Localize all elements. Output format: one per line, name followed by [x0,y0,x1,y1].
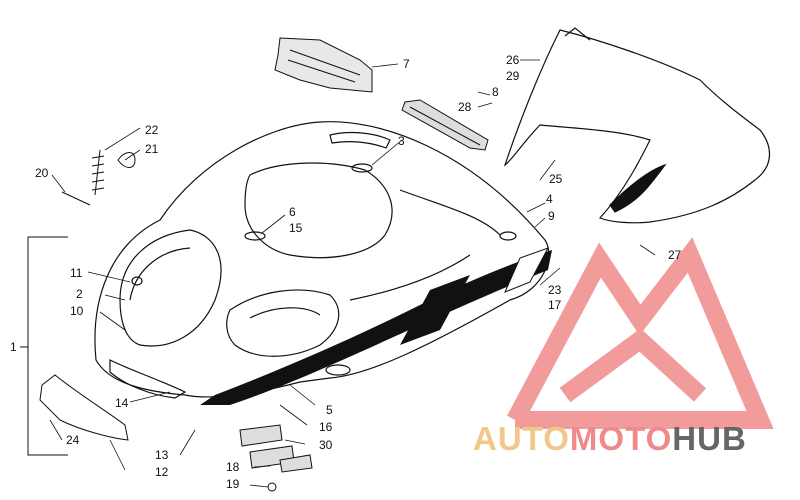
callout-22: 22 [145,123,159,137]
callout-19: 19 [226,477,240,491]
callout-1: 1 [10,340,17,354]
part-16-18-30-plates [239,424,313,492]
callout-9: 9 [548,209,555,223]
callout-5: 5 [326,403,333,417]
assembly-bracket [20,236,68,456]
callout-4: 4 [546,192,553,206]
leader-lines [49,59,656,488]
callout-11: 11 [70,266,83,280]
callout-30: 30 [319,438,333,452]
callout-16: 16 [319,420,333,434]
callout-26: 26 [506,53,520,67]
callout-27: 27 [668,248,682,262]
callout-13: 13 [155,448,169,462]
callout-23: 23 [548,283,562,297]
callout-17: 17 [548,298,562,312]
callout-8: 8 [492,85,499,99]
callout-10: 10 [70,304,84,318]
callout-25: 25 [549,172,563,186]
watermark-part-hub: HUB [672,420,747,457]
watermark-text: AUTOMOTOHUB [473,420,747,458]
callout-20: 20 [35,166,49,180]
callout-15: 15 [289,221,303,235]
callout-29: 29 [506,69,520,83]
watermark-part-auto: AUTO [473,420,570,457]
callout-18: 18 [226,460,240,474]
callout-6: 6 [289,205,296,219]
callout-21: 21 [145,142,159,156]
side-decal [200,247,552,405]
callout-12: 12 [155,465,169,479]
part-7-mat [274,37,373,93]
watermark-logo-triangle [507,237,774,429]
watermark-part-moto: MOTO [569,420,673,457]
windshield [503,27,771,224]
callout-24: 24 [66,433,80,447]
part-12-bumper [39,374,129,441]
callout-14: 14 [115,396,129,410]
callout-3: 3 [398,134,405,148]
callout-2: 2 [76,287,83,301]
spring-assembly [61,149,136,206]
callout-28: 28 [458,100,472,114]
part-3-strip [401,99,489,151]
callout-7: 7 [403,57,410,71]
